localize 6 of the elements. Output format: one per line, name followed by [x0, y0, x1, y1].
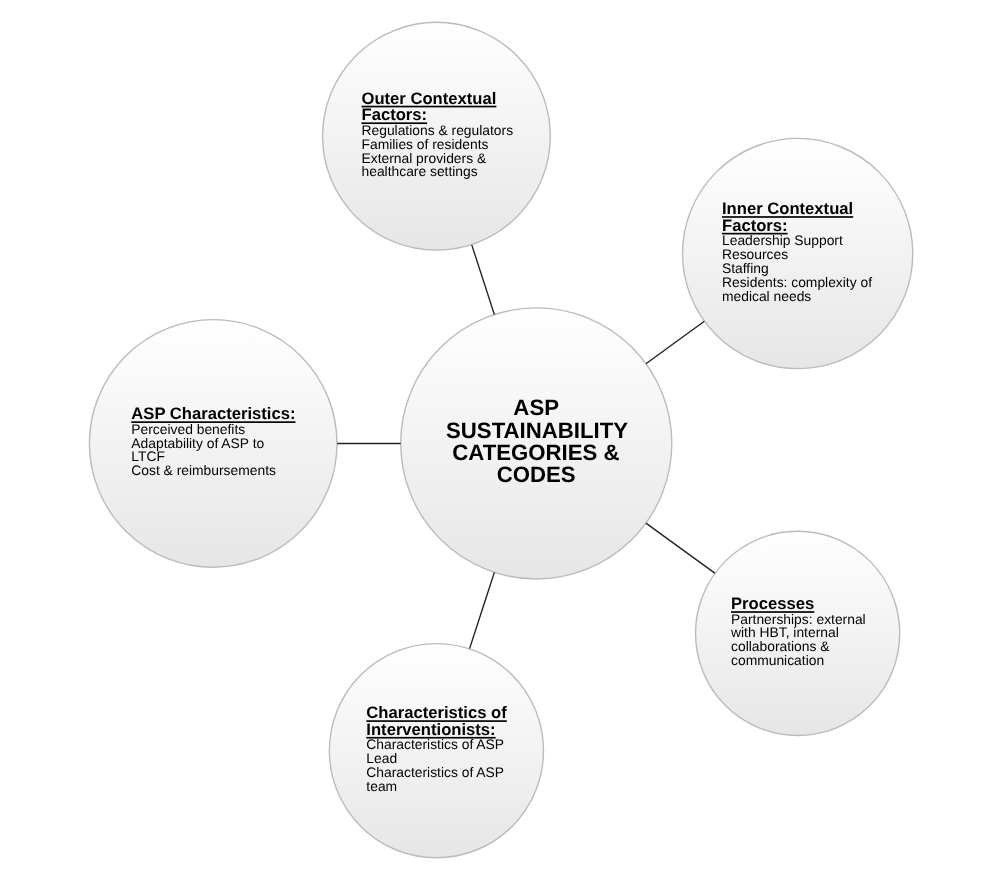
connector: [467, 571, 495, 650]
connector: [470, 244, 495, 316]
connector: [644, 522, 715, 574]
node-circle: ASP SUSTAINABILITY CATEGORIES & CODES: [399, 307, 672, 580]
connector: [644, 320, 705, 365]
connector: [335, 442, 401, 445]
